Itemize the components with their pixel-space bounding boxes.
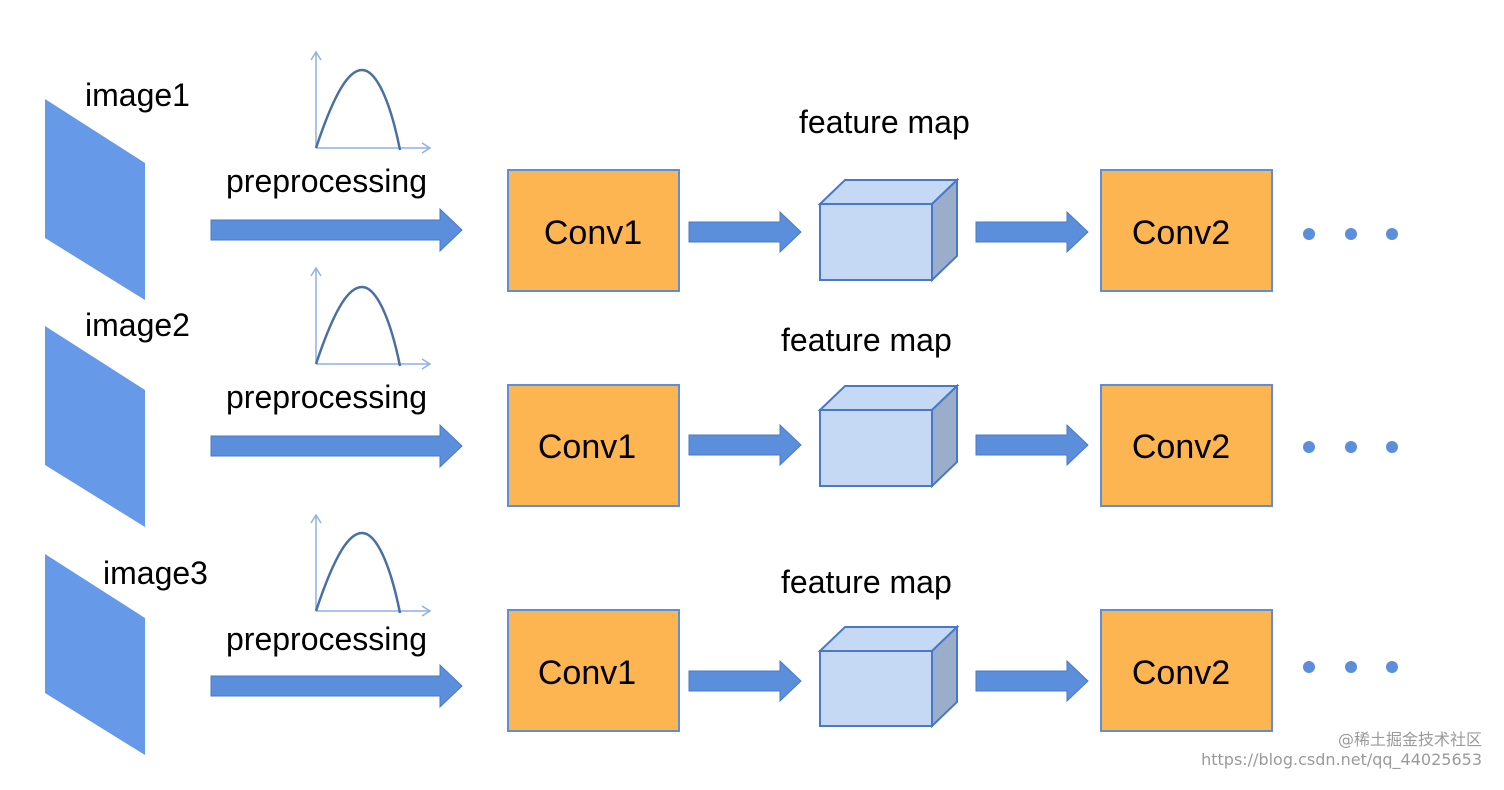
conv2-label: Conv2 (1132, 214, 1230, 252)
conv1-label: Conv1 (544, 214, 642, 252)
watermark-url: https://blog.csdn.net/qq_44025653 (1201, 750, 1482, 769)
feature-map-cube (817, 624, 960, 729)
image-label: image1 (85, 77, 190, 113)
conv1-block (507, 169, 680, 292)
continuation-dots (1303, 441, 1398, 453)
continuation-dots (1303, 661, 1398, 673)
conv2-block (1100, 384, 1273, 507)
feature-map-cube (817, 177, 960, 283)
preprocessing-arrow (210, 423, 463, 469)
conv1-to-feature-arrow (688, 423, 802, 467)
conv2-block (1100, 609, 1273, 732)
preprocessing-label: preprocessing (226, 163, 427, 199)
preprocessing-arrow (210, 663, 463, 709)
preprocessing-label: preprocessing (226, 621, 427, 657)
watermark-brand: @稀土掘金技术社区 (1337, 730, 1482, 749)
conv1-block (507, 609, 680, 732)
feature-map-label: feature map (799, 104, 970, 140)
feature-to-conv2-arrow (975, 210, 1089, 254)
image-label: image3 (103, 555, 208, 591)
pipeline-row-2: image2 preprocessing Conv1 feature map C… (45, 266, 1398, 527)
conv1-block (507, 384, 680, 507)
pipeline-row-1: image1 preprocessing Conv1 feature map C… (45, 50, 1398, 300)
preprocessing-curve-icon (310, 513, 432, 617)
watermark: @稀土掘金技术社区 https://blog.csdn.net/qq_44025… (1201, 730, 1482, 770)
conv2-label: Conv2 (1132, 428, 1230, 466)
conv2-block (1100, 169, 1273, 292)
conv2-label: Conv2 (1132, 654, 1230, 692)
preprocessing-arrow (210, 207, 463, 253)
conv1-label: Conv1 (538, 428, 636, 466)
image-plane (45, 99, 145, 300)
feature-map-label: feature map (781, 322, 952, 358)
preprocessing-curve-icon (310, 266, 432, 370)
image-plane (45, 554, 145, 755)
feature-to-conv2-arrow (975, 659, 1089, 703)
preprocessing-curve-icon (310, 50, 432, 154)
feature-map-cube (817, 383, 960, 489)
preprocessing-label: preprocessing (226, 379, 427, 415)
image-plane (45, 326, 145, 527)
pipeline-row-3: image3 preprocessing Conv1 feature map C… (45, 513, 1398, 755)
feature-map-label: feature map (781, 564, 952, 600)
image-label: image2 (85, 307, 190, 343)
feature-to-conv2-arrow (975, 423, 1089, 467)
continuation-dots (1303, 228, 1398, 240)
conv1-to-feature-arrow (688, 659, 802, 703)
conv1-to-feature-arrow (688, 210, 802, 254)
conv1-label: Conv1 (538, 654, 636, 692)
